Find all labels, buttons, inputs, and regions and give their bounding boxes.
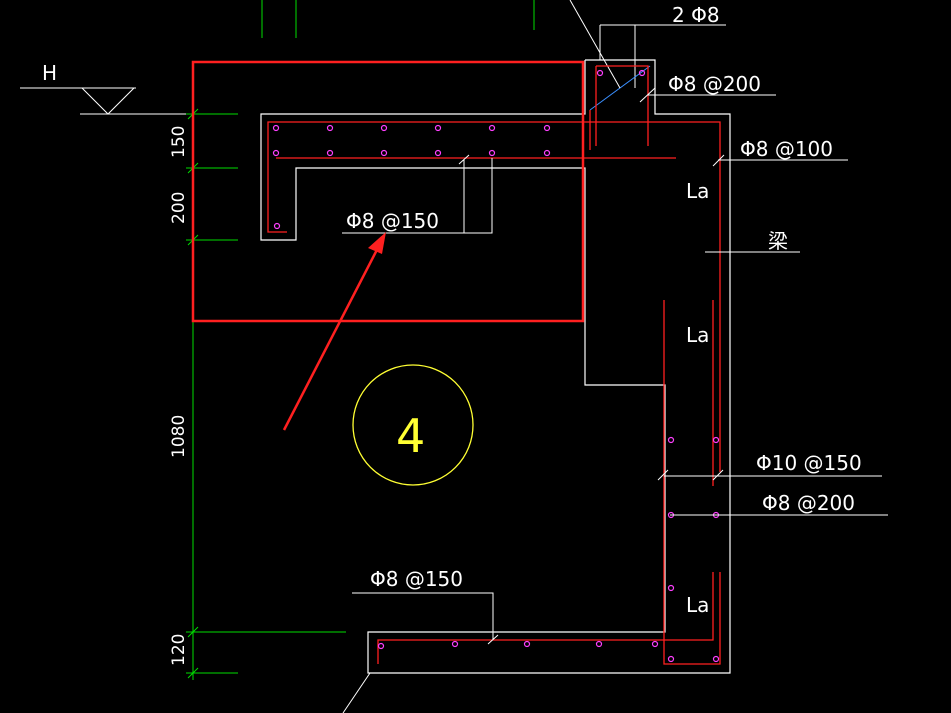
section-marker-circle: [352, 364, 474, 486]
label-slab-bottom-bars: Φ8 @150: [370, 567, 463, 591]
section-marker-number: 4: [396, 409, 425, 463]
top-grid-lines: [261, 0, 535, 38]
rebar-lines: [267, 65, 721, 665]
label-beam-stirrup: Φ8 @100: [740, 137, 833, 161]
label-top-bars: 2 Φ8: [672, 3, 720, 27]
level-mark: H: [20, 61, 200, 115]
concrete-outline: [260, 59, 731, 674]
label-anchor-1: La: [686, 179, 709, 203]
rebar-dots: [272, 69, 720, 663]
label-corner-stirrup: Φ8 @200: [668, 72, 761, 96]
level-mark-label: H: [42, 61, 57, 85]
label-wall-vertical: Φ10 @150: [756, 451, 862, 475]
pointer-arrow: [282, 232, 386, 431]
highlight-box: [191, 60, 585, 323]
dim-ledge-height: 200: [169, 192, 189, 224]
label-leaders: [342, 24, 888, 713]
dim-wall-height: 1080: [169, 415, 189, 458]
label-slab-top-bars: Φ8 @150: [346, 209, 439, 233]
dimension-chain: [186, 108, 346, 680]
label-anchor-2: La: [686, 323, 709, 347]
dim-bottom-thickness: 120: [169, 634, 189, 666]
label-anchor-3: La: [686, 593, 709, 617]
label-beam: 梁: [768, 229, 788, 253]
dim-top-thickness: 150: [169, 126, 189, 158]
label-wall-horizontal: Φ8 @200: [762, 491, 855, 515]
